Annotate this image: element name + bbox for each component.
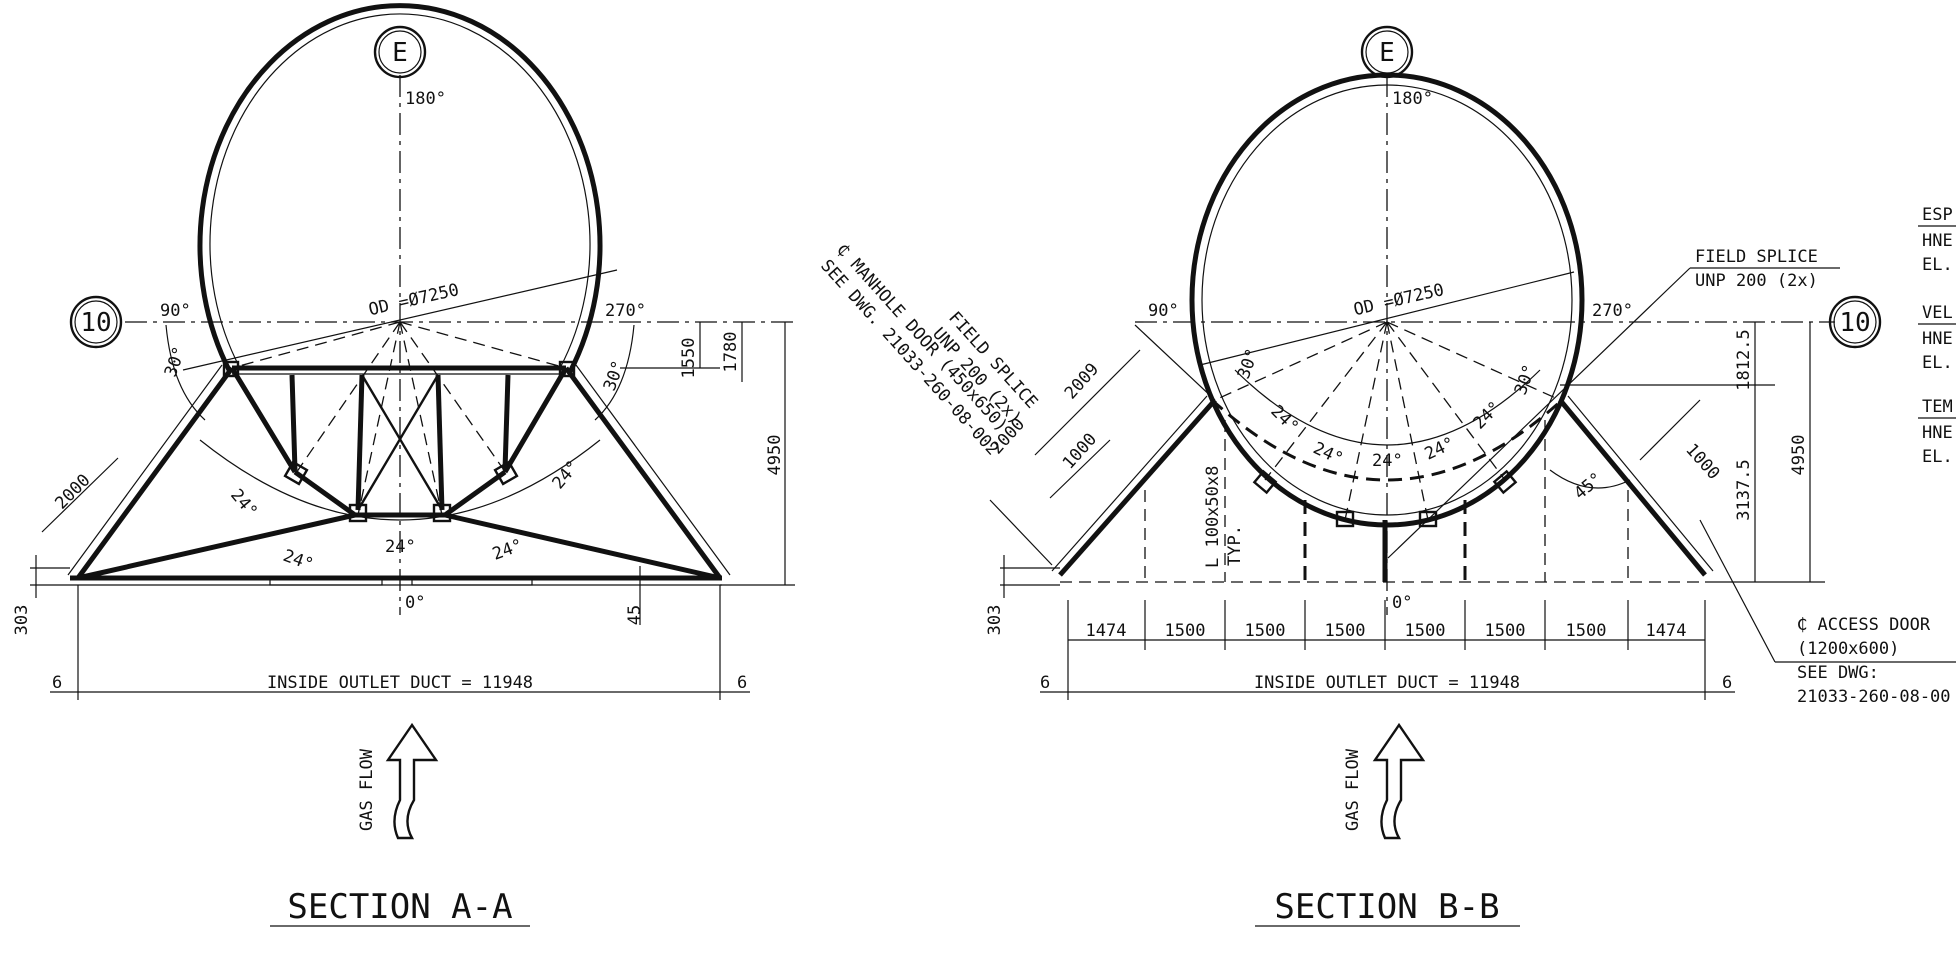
elevation-esp-name: ESP (1922, 205, 1953, 225)
angle-24-3: 24° (1372, 451, 1403, 471)
dim-303: 303 (985, 605, 1005, 636)
field-splice-right-2: UNP 200 (2x) (1695, 271, 1818, 291)
spacing-6: 1500 (1485, 621, 1526, 641)
gas-flow-arrow (385, 722, 439, 840)
right-brace (444, 512, 721, 581)
right-leg (1558, 398, 1707, 577)
dim-45: 45 (625, 605, 645, 625)
grid-label-e: E (1379, 38, 1395, 68)
dim-2000: 2000 (51, 470, 94, 513)
section-a-a: E 10 OD =Ø7250 180° 90° 270° 0° 30° 30° (12, 3, 795, 927)
field-splice-right-1: FIELD SPLICE (1695, 247, 1818, 267)
angle-24-5: 24° (1469, 398, 1505, 434)
dim-4950: 4950 (765, 435, 785, 476)
typ-note: TYP. (1225, 525, 1245, 566)
inside-outlet-duct-dim: INSIDE OUTLET DUCT = 11948 (267, 673, 533, 693)
section-b-b: E 10 OD =Ø7250 180° 90° 270° 0° 30° 30° … (816, 25, 1956, 927)
angle-45: 45° (1570, 469, 1606, 504)
gas-flow-label: GAS FLOW (1343, 748, 1363, 831)
elevation-tem-name: TEM (1922, 397, 1953, 417)
dim-2009: 2009 (1061, 360, 1103, 404)
dim-6-right: 6 (1722, 673, 1732, 693)
angle-24-4: 24° (490, 535, 526, 564)
dim-3137-5: 3137.5 (1734, 459, 1754, 520)
dim-6-left: 6 (1040, 673, 1050, 693)
access-door-2: (1200x600) (1797, 639, 1899, 659)
duct-shell (197, 3, 603, 374)
elevation-tem-line2: HNE (1922, 423, 1953, 443)
access-door-1: ₵ ACCESS DOOR (1797, 615, 1931, 635)
angle-90: 90° (1148, 301, 1179, 321)
right-leg (563, 366, 723, 580)
elevation-vel-name: VEL (1922, 303, 1953, 323)
grid-label-e: E (392, 38, 408, 68)
angle-270: 270° (605, 301, 646, 321)
angle-30-right: 30° (1511, 362, 1540, 398)
spacing-5: 1500 (1405, 621, 1446, 641)
spacing-7: 1500 (1566, 621, 1607, 641)
angle-90: 90° (160, 301, 191, 321)
angle-24-2: 24° (1310, 438, 1346, 469)
gas-flow-arrow (1372, 722, 1426, 840)
dim-1000-left: 1000 (1059, 430, 1101, 474)
angle-30-right: 30° (600, 358, 629, 394)
elevation-legend: ESP HNE EL. VEL HNE EL. TEM HNE EL. (1918, 205, 1956, 467)
dim-1780: 1780 (721, 332, 741, 373)
spacing-2: 1500 (1165, 621, 1206, 641)
od-label: OD =Ø7250 (1352, 280, 1446, 320)
spacing-3: 1500 (1245, 621, 1286, 641)
left-brace (77, 512, 356, 581)
grid-label-10: 10 (80, 308, 111, 338)
elevation-esp-line2: HNE (1922, 231, 1953, 251)
angle-24-2: 24° (280, 546, 316, 575)
elevation-esp-line3: EL. (1922, 255, 1953, 275)
dim-1550: 1550 (679, 338, 699, 379)
spacing-4: 1500 (1325, 621, 1366, 641)
angle-24-5: 24° (549, 457, 584, 493)
dim-6-right: 6 (737, 673, 747, 693)
grid-bubble-10 (1828, 295, 1882, 349)
access-door-3: SEE DWG: (1797, 663, 1879, 683)
dim-1812-5: 1812.5 (1734, 329, 1754, 390)
spacing-8: 1474 (1646, 621, 1687, 641)
section-a-title: SECTION A-A (287, 887, 512, 927)
dim-303: 303 (12, 605, 32, 636)
elevation-vel-line2: HNE (1922, 329, 1953, 349)
grid-bubble-e (373, 25, 427, 79)
angle-24-4: 24° (1422, 433, 1458, 464)
grid-bubble-10 (69, 295, 123, 349)
angle-30-left: 30° (1234, 346, 1263, 382)
elevation-vel-line3: EL. (1922, 353, 1953, 373)
angle-270: 270° (1592, 301, 1633, 321)
dim-1000-right: 1000 (1681, 440, 1723, 484)
dim-6-left: 6 (52, 673, 62, 693)
angle-0: 0° (1392, 593, 1412, 613)
angle-24-1: 24° (1266, 401, 1302, 437)
angle-30-left: 30° (161, 344, 190, 380)
angle-180: 180° (405, 89, 446, 109)
gas-flow-label: GAS FLOW (357, 748, 377, 831)
angle-0: 0° (405, 593, 425, 613)
dim-4950: 4950 (1789, 435, 1809, 476)
od-dimension-line (182, 269, 618, 371)
access-door-4: 21033-260-08-00 (1797, 687, 1951, 707)
angle-24-3: 24° (385, 537, 416, 557)
left-leg (75, 366, 235, 580)
od-dimension-line (1199, 271, 1575, 366)
od-label: OD =Ø7250 (367, 280, 461, 320)
left-leg (1058, 398, 1217, 577)
spacing-1: 1474 (1086, 621, 1127, 641)
angle-24-1: 24° (226, 485, 261, 521)
grid-label-10: 10 (1839, 308, 1870, 338)
angle-section-note: L 100x50x8 (1203, 466, 1223, 568)
elevation-tem-line3: EL. (1922, 447, 1953, 467)
angle-180: 180° (1392, 89, 1433, 109)
inside-outlet-duct-dim: INSIDE OUTLET DUCT = 11948 (1254, 673, 1520, 693)
section-b-title: SECTION B-B (1274, 887, 1499, 927)
